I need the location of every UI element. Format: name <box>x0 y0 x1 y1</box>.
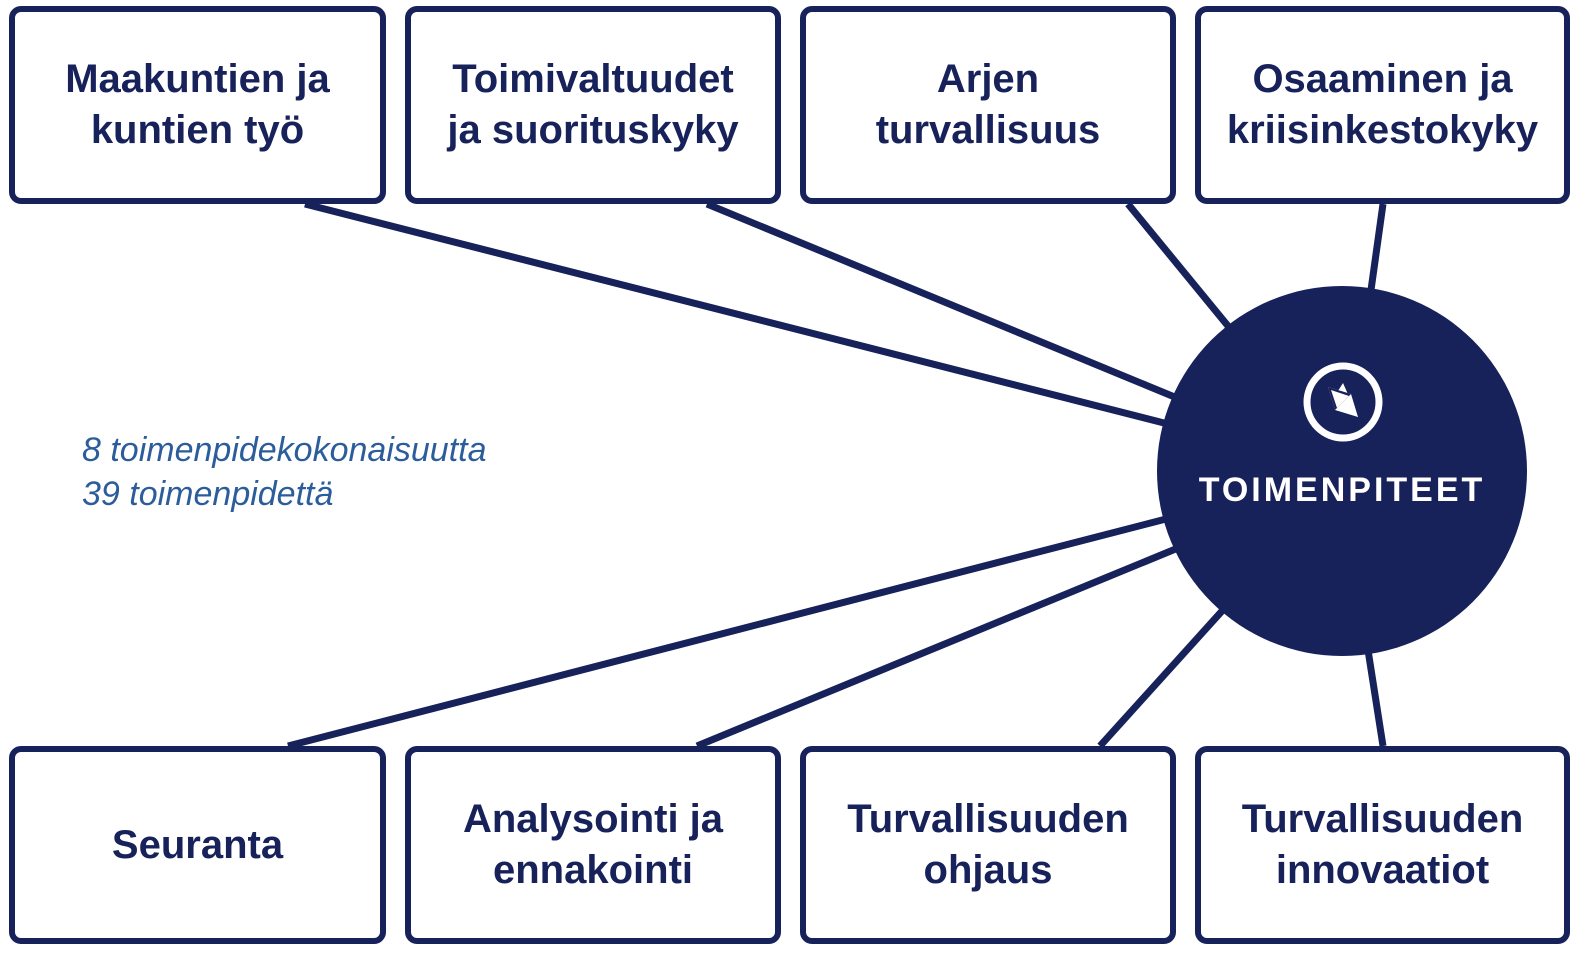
connector-toimivaltuudet <box>705 200 1179 402</box>
connector-ohjaus <box>1097 608 1225 749</box>
box-osaaminen-ja-kriisinkestokyky: Osaaminen ja kriisinkestokyky <box>1195 6 1570 204</box>
compass-icon <box>1303 362 1383 442</box>
hub-label: TOIMENPITEET <box>1198 471 1486 509</box>
connector-maakuntien <box>304 200 1169 428</box>
connector-seuranta <box>287 515 1167 750</box>
connector-arjen <box>1125 201 1231 329</box>
box-turvallisuuden-innovaatiot: Turvallisuuden innovaatiot <box>1195 746 1570 944</box>
box-seuranta: Seuranta <box>9 746 386 944</box>
box-toimivaltuudet-ja-suorituskyky: Toimivaltuudet ja suorituskyky <box>405 6 781 204</box>
box-maakuntien-ja-kuntien-tyo: Maakuntien ja kuntien työ <box>9 6 386 204</box>
box-turvallisuuden-ohjaus: Turvallisuuden ohjaus <box>800 746 1176 944</box>
summary-text: 8 toimenpidekokonaisuutta 39 toimenpidet… <box>82 428 487 516</box>
box-arjen-turvallisuus: Arjen turvallisuus <box>800 6 1176 204</box>
connector-innovaatiot <box>1364 649 1387 747</box>
hub-circle <box>1157 286 1527 656</box>
summary-line-actions: 39 toimenpidettä <box>82 475 334 513</box>
connector-osaaminen <box>1367 203 1387 291</box>
summary-line-groups: 8 toimenpidekokonaisuutta <box>82 431 487 469</box>
box-analysointi-ja-ennakointi: Analysointi ja ennakointi <box>405 746 781 944</box>
connector-analysointi <box>695 544 1180 750</box>
